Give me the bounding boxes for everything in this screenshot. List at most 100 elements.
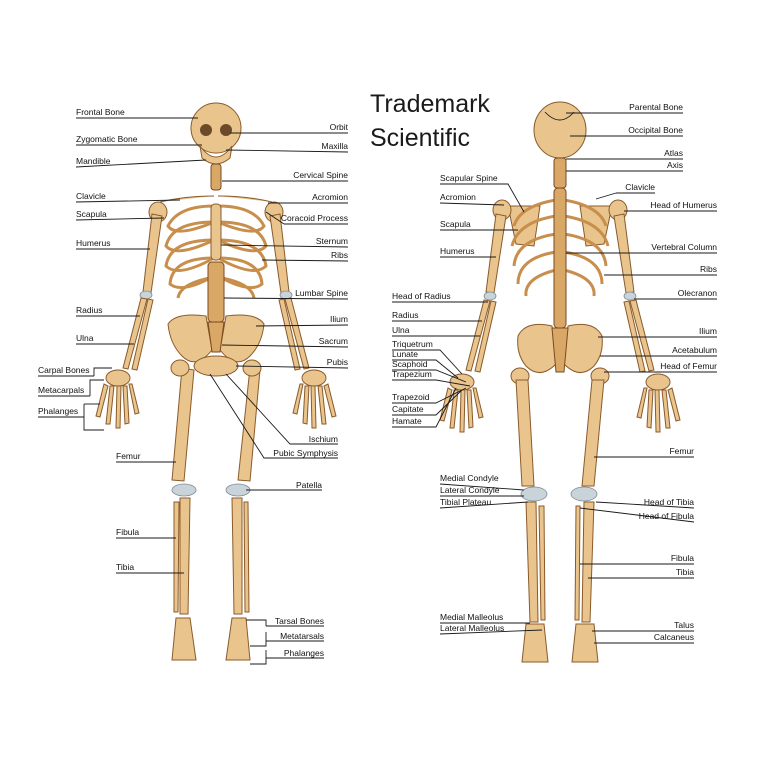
label-phalanges-foot: Phalanges <box>284 648 324 658</box>
back-ribcage <box>510 198 610 297</box>
label-ilium-front: Ilium <box>330 314 348 324</box>
label-trapezoid: Trapezoid <box>392 392 430 402</box>
label-talus: Talus <box>674 620 694 630</box>
back-humerus-left <box>485 213 507 294</box>
label-medial-condyle: Medial Condyle <box>440 473 499 483</box>
back-femur-left <box>515 379 535 487</box>
back-humerus-right <box>613 213 635 294</box>
front-mandible <box>199 145 233 165</box>
label-tibia-front: Tibia <box>116 562 134 572</box>
label-capitate: Capitate <box>392 404 424 414</box>
front-orbit-left <box>200 124 212 136</box>
label-tibial-plateau: Tibial Plateau <box>440 497 491 507</box>
back-right-labels: Parental Bone Occipital Bone Atlas Axis … <box>566 102 717 644</box>
label-ribs-front: Ribs <box>331 250 348 260</box>
label-scapula-back: Scapula <box>440 219 471 229</box>
label-fibula-back: Fibula <box>671 553 694 563</box>
front-sternum <box>210 203 222 261</box>
brand-line-2: Scientific <box>370 124 470 152</box>
label-occipital-bone: Occipital Bone <box>628 125 683 135</box>
label-coracoid-process: Coracoid Process <box>281 213 348 223</box>
label-fibula-front: Fibula <box>116 527 139 537</box>
label-sternum: Sternum <box>316 236 348 246</box>
front-femur-left <box>171 367 195 482</box>
label-hamate: Hamate <box>392 416 422 426</box>
label-femur-back: Femur <box>669 446 694 456</box>
label-metatarsals: Metatarsals <box>280 631 324 641</box>
back-ilium-right <box>563 323 603 373</box>
label-maxilla: Maxilla <box>322 141 349 151</box>
back-left-labels: Scapular Spine Acromion Scapula Humerus … <box>392 173 543 635</box>
label-tarsal-bones: Tarsal Bones <box>275 616 324 626</box>
label-phalanges-hand: Phalanges <box>38 406 78 416</box>
label-zygomatic-bone: Zygomatic Bone <box>76 134 138 144</box>
front-left-labels: Frontal Bone Zygomatic Bone Mandible Cla… <box>38 107 207 574</box>
front-hand-left <box>95 369 140 429</box>
label-trapezium: Trapezium <box>392 369 432 379</box>
label-calcaneus: Calcaneus <box>654 632 694 642</box>
front-ilium-right <box>219 314 265 363</box>
front-sacrum <box>207 321 225 353</box>
label-clavicle-back: Clavicle <box>625 182 655 192</box>
label-radius-back: Radius <box>392 310 418 320</box>
back-femur-right <box>581 379 605 487</box>
label-ribs-back: Ribs <box>700 264 717 274</box>
label-radius-front: Radius <box>76 305 102 315</box>
label-humerus-back: Humerus <box>440 246 474 256</box>
label-acetabulum: Acetabulum <box>672 345 717 355</box>
label-atlas: Atlas <box>664 148 683 158</box>
brand-line-1: Trademark <box>370 90 490 118</box>
label-frontal-bone: Frontal Bone <box>76 107 125 117</box>
front-humerus-right <box>269 213 290 294</box>
label-acromion-back: Acromion <box>440 192 476 202</box>
label-ischium: Ischium <box>309 434 338 444</box>
front-clavicle-right <box>217 195 273 203</box>
back-foot-left <box>521 623 549 663</box>
label-scaphoid: Scaphoid <box>392 359 428 369</box>
label-head-of-tibia: Head of Tibia <box>644 497 694 507</box>
front-lumbar-spine <box>207 261 225 323</box>
label-olecranon: Olecranon <box>678 288 717 298</box>
front-femur-right <box>237 367 261 482</box>
front-ilium-left <box>167 314 213 363</box>
label-carpal-bones: Carpal Bones <box>38 365 90 375</box>
back-knee-right <box>570 486 598 502</box>
label-head-of-fibula: Head of Fibula <box>639 511 695 521</box>
label-clavicle-front: Clavicle <box>76 191 106 201</box>
front-humerus-left <box>142 213 163 294</box>
label-cervical-spine: Cervical Spine <box>293 170 348 180</box>
label-femur-front: Femur <box>116 451 141 461</box>
label-mandible: Mandible <box>76 156 111 166</box>
back-ilium-left <box>517 323 557 373</box>
front-clavicle-left <box>159 195 215 203</box>
front-foot-left <box>171 617 197 661</box>
label-acromion-front: Acromion <box>312 192 348 202</box>
back-vertebral-column <box>553 187 567 329</box>
front-pubis <box>193 355 239 377</box>
label-scapula-front: Scapula <box>76 209 107 219</box>
label-ulna-front: Ulna <box>76 333 94 343</box>
back-foot-right <box>571 623 599 663</box>
label-pubis: Pubis <box>327 357 348 367</box>
label-medial-malleolus: Medial Malleolus <box>440 612 503 622</box>
label-ilium-back: Ilium <box>699 326 717 336</box>
back-knee-left <box>520 486 548 502</box>
label-head-of-radius: Head of Radius <box>392 291 451 301</box>
label-scapular-spine: Scapular Spine <box>440 173 498 183</box>
front-ulna-left <box>131 298 154 371</box>
front-orbit-right <box>220 124 232 136</box>
front-patella-left <box>171 483 197 497</box>
label-patella: Patella <box>296 480 322 490</box>
back-hand-right <box>636 373 681 433</box>
label-parental-bone: Parental Bone <box>629 102 683 112</box>
front-tibia-right <box>231 497 243 615</box>
back-hand-left <box>439 373 484 433</box>
label-axis: Axis <box>667 160 683 170</box>
label-humerus-front: Humerus <box>76 238 110 248</box>
label-ulna-back: Ulna <box>392 325 410 335</box>
label-metacarpals: Metacarpals <box>38 385 84 395</box>
label-pubic-symphysis: Pubic Symphysis <box>273 448 338 458</box>
front-hand-right <box>292 369 337 429</box>
label-sacrum: Sacrum <box>319 336 348 346</box>
